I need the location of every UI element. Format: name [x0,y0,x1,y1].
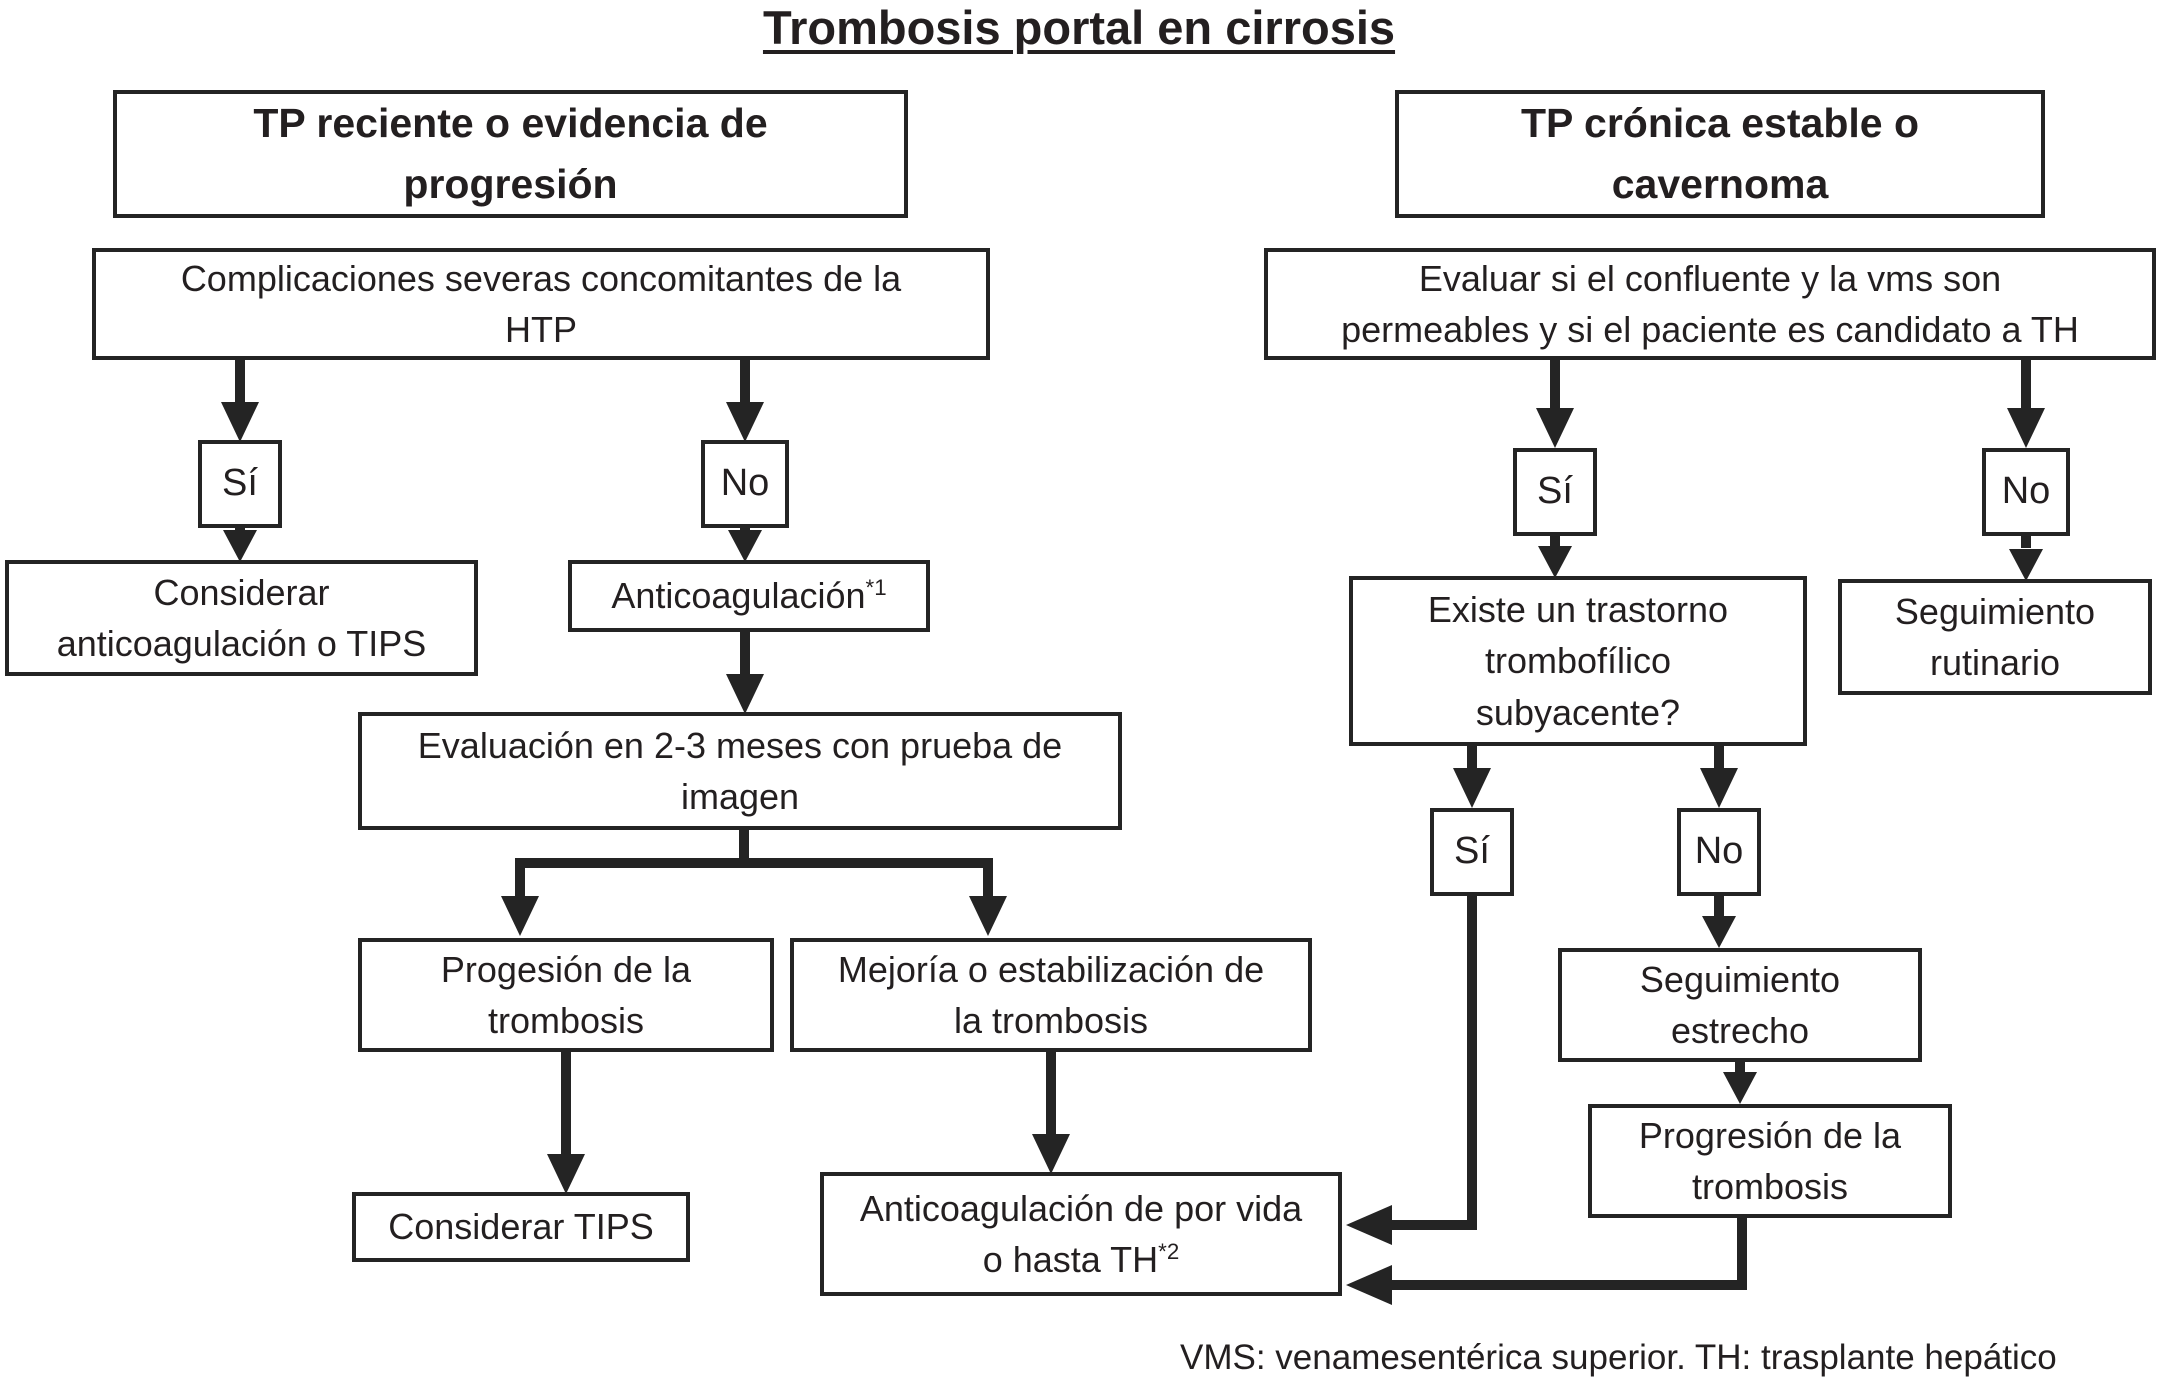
arrow-stem [1467,746,1477,772]
box-si-right-2: Sí [1430,808,1514,896]
arrow-head-down [2009,549,2043,581]
arrow-head-left [1346,1265,1392,1305]
arrow-head-left [1346,1205,1392,1245]
box-considerar-tips: Considerar TIPS [352,1192,690,1262]
arrow-head-down [728,530,762,562]
arrow-head-down [1453,768,1491,808]
arrow-head-down [1032,1134,1070,1174]
arrow-stem [561,1052,571,1156]
diagram-title: Trombosis portal en cirrosis [762,1,1396,54]
arrow-stem [235,360,245,406]
arrow-head-down [1536,408,1574,448]
arrow-crossbar [515,858,993,868]
abbreviations-note: VMS: venamesentérica superior. TH: trasp… [1180,1338,2057,1377]
arrow-head-down [969,896,1007,936]
box-no-right-1: No [1982,448,2070,536]
arrow-head-down [1700,768,1738,808]
arrow-head-down [221,402,259,442]
arrow-stem [515,868,525,898]
arrow-stem [1714,746,1724,772]
box-no-left: No [701,440,789,528]
arrow-stem [1550,360,1560,410]
arrow-stem [740,360,750,406]
arrow-head-down [223,530,257,562]
arrow-head-down [501,896,539,936]
box-si-right-1: Sí [1513,448,1597,536]
box-si-left: Sí [198,440,282,528]
box-anticoagulacion: Anticoagulación*1 [568,560,930,632]
box-anticoagulacion-por-vida: Anticoagulación de por vida o hasta TH*2 [820,1172,1342,1296]
arrow-stem [1550,536,1560,546]
arrow-head-down [726,674,764,714]
arrow-head-down [1538,546,1572,578]
arrow-stem [1046,1052,1056,1136]
arrow-stem [983,868,993,898]
box-complicaciones-htp: Complicaciones severas concomitantes de … [92,248,990,360]
arrow-stem [1714,896,1724,918]
arrow-head-down [547,1154,585,1194]
arrow-head-down [1702,916,1736,948]
arrow-head-down [726,402,764,442]
arrow-stem [1392,1280,1747,1290]
arrow-head-down [1723,1072,1757,1104]
box-no-right-2: No [1677,808,1761,896]
arrow-stem [1467,896,1477,1230]
arrow-stem [740,632,750,676]
arrow-stem [1392,1220,1477,1230]
arrow-head-down [2007,408,2045,448]
arrow-stem [1735,1062,1745,1076]
arrow-stem [2021,360,2031,410]
arrow-stem [739,830,749,868]
arrow-stem [1737,1218,1747,1290]
arrow-stem [2021,536,2031,548]
